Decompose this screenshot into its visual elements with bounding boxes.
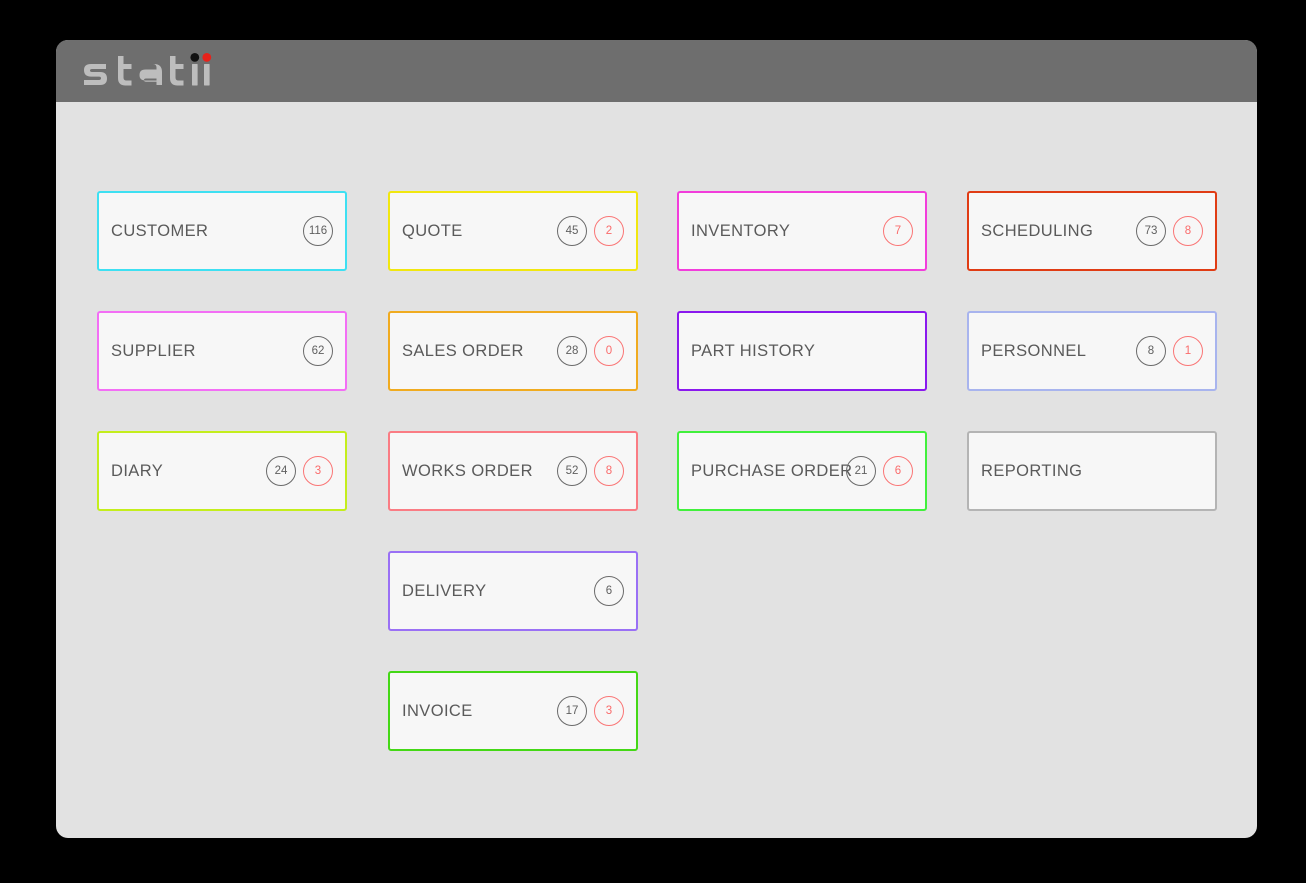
tile-reporting[interactable]: REPORTING — [967, 431, 1217, 511]
status-badge-alert[interactable]: 3 — [594, 696, 624, 726]
statii-wordmark-icon — [84, 53, 212, 86]
status-badge-count[interactable]: 73 — [1136, 216, 1166, 246]
logo-dot-red-icon — [202, 53, 212, 62]
tile-badge-group: 7 — [883, 216, 913, 246]
status-badge-count[interactable]: 116 — [303, 216, 333, 246]
tile-label: CUSTOMER — [111, 221, 209, 240]
tile-customer[interactable]: CUSTOMER 116 — [97, 191, 347, 271]
tile-label: DIARY — [111, 461, 164, 480]
status-badge-count[interactable]: 28 — [557, 336, 587, 366]
tile-part-history[interactable]: PART HISTORY — [677, 311, 927, 391]
status-badge-count[interactable]: 45 — [557, 216, 587, 246]
status-badge-alert[interactable]: 1 — [1173, 336, 1203, 366]
tile-label: DELIVERY — [402, 581, 487, 600]
app-header — [56, 40, 1257, 102]
tile-label: REPORTING — [981, 461, 1083, 480]
tile-label: PURCHASE ORDER — [691, 461, 853, 480]
status-badge-alert[interactable]: 8 — [594, 456, 624, 486]
status-badge-alert[interactable]: 0 — [594, 336, 624, 366]
tile-badge-group: 116 — [303, 216, 333, 246]
status-badge-count[interactable]: 62 — [303, 336, 333, 366]
tile-label: PART HISTORY — [691, 341, 816, 360]
tile-label: INVOICE — [402, 701, 473, 720]
tile-delivery[interactable]: DELIVERY 6 — [388, 551, 638, 631]
tile-label: QUOTE — [402, 221, 463, 240]
tile-label: PERSONNEL — [981, 341, 1087, 360]
tile-label: SCHEDULING — [981, 221, 1094, 240]
status-badge-count[interactable]: 24 — [266, 456, 296, 486]
status-badge-alert[interactable]: 3 — [303, 456, 333, 486]
status-badge-count[interactable]: 6 — [594, 576, 624, 606]
status-badge-count[interactable]: 8 — [1136, 336, 1166, 366]
status-badge-alert[interactable]: 2 — [594, 216, 624, 246]
logo-dot-black-icon — [190, 53, 200, 62]
status-badge-alert[interactable]: 7 — [883, 216, 913, 246]
tile-label: SALES ORDER — [402, 341, 524, 360]
tile-label: SUPPLIER — [111, 341, 196, 360]
status-badge-count[interactable]: 17 — [557, 696, 587, 726]
status-badge-count[interactable]: 52 — [557, 456, 587, 486]
tile-inventory[interactable]: INVENTORY 7 — [677, 191, 927, 271]
tile-supplier[interactable]: SUPPLIER 62 — [97, 311, 347, 391]
status-badge-alert[interactable]: 8 — [1173, 216, 1203, 246]
statii-logo[interactable] — [78, 48, 258, 96]
status-badge-alert[interactable]: 6 — [883, 456, 913, 486]
tile-badge-group: 6 — [594, 576, 624, 606]
tile-label: INVENTORY — [691, 221, 791, 240]
status-badge-count[interactable]: 21 — [846, 456, 876, 486]
tile-label: WORKS ORDER — [402, 461, 533, 480]
tile-badge-group: 62 — [303, 336, 333, 366]
